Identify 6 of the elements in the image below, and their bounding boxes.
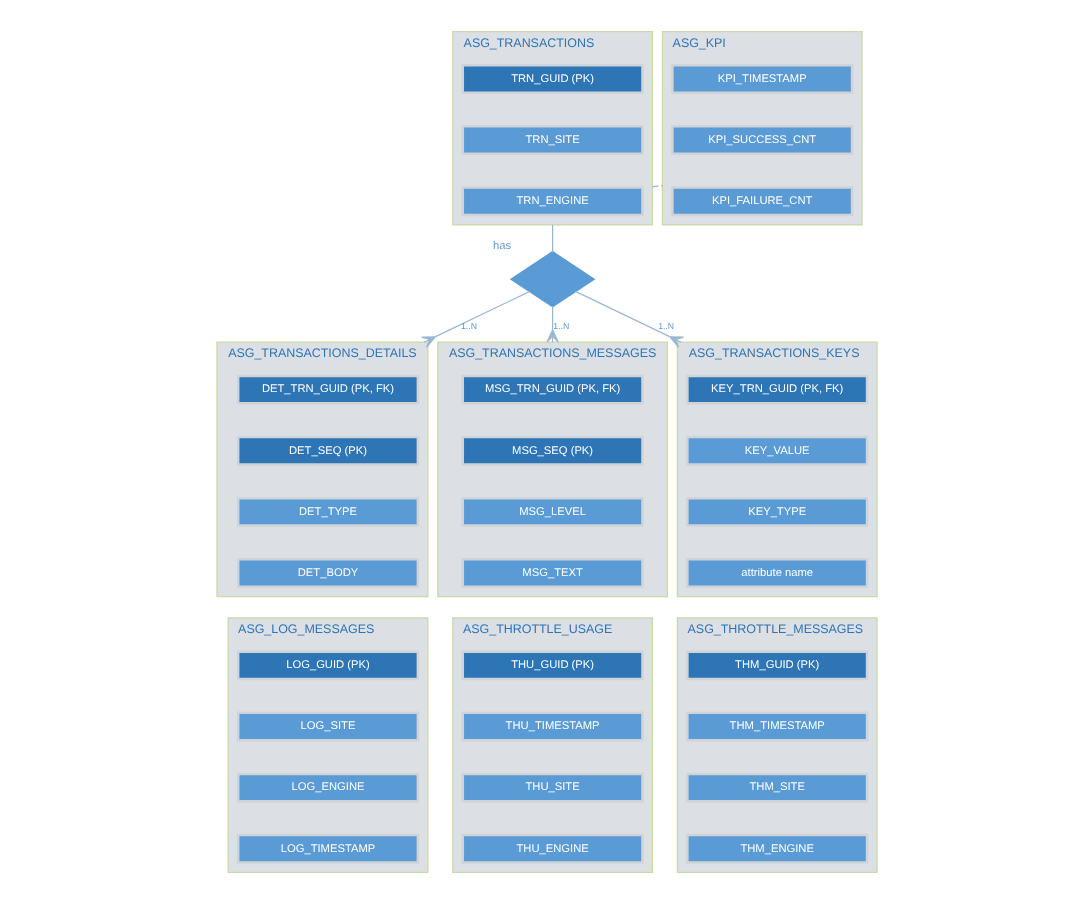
connector bbox=[573, 290, 684, 348]
connector bbox=[420, 290, 530, 348]
connector bbox=[551, 224, 553, 253]
connector bbox=[650, 184, 663, 188]
connector bbox=[545, 305, 558, 343]
node-diamond bbox=[508, 250, 595, 308]
